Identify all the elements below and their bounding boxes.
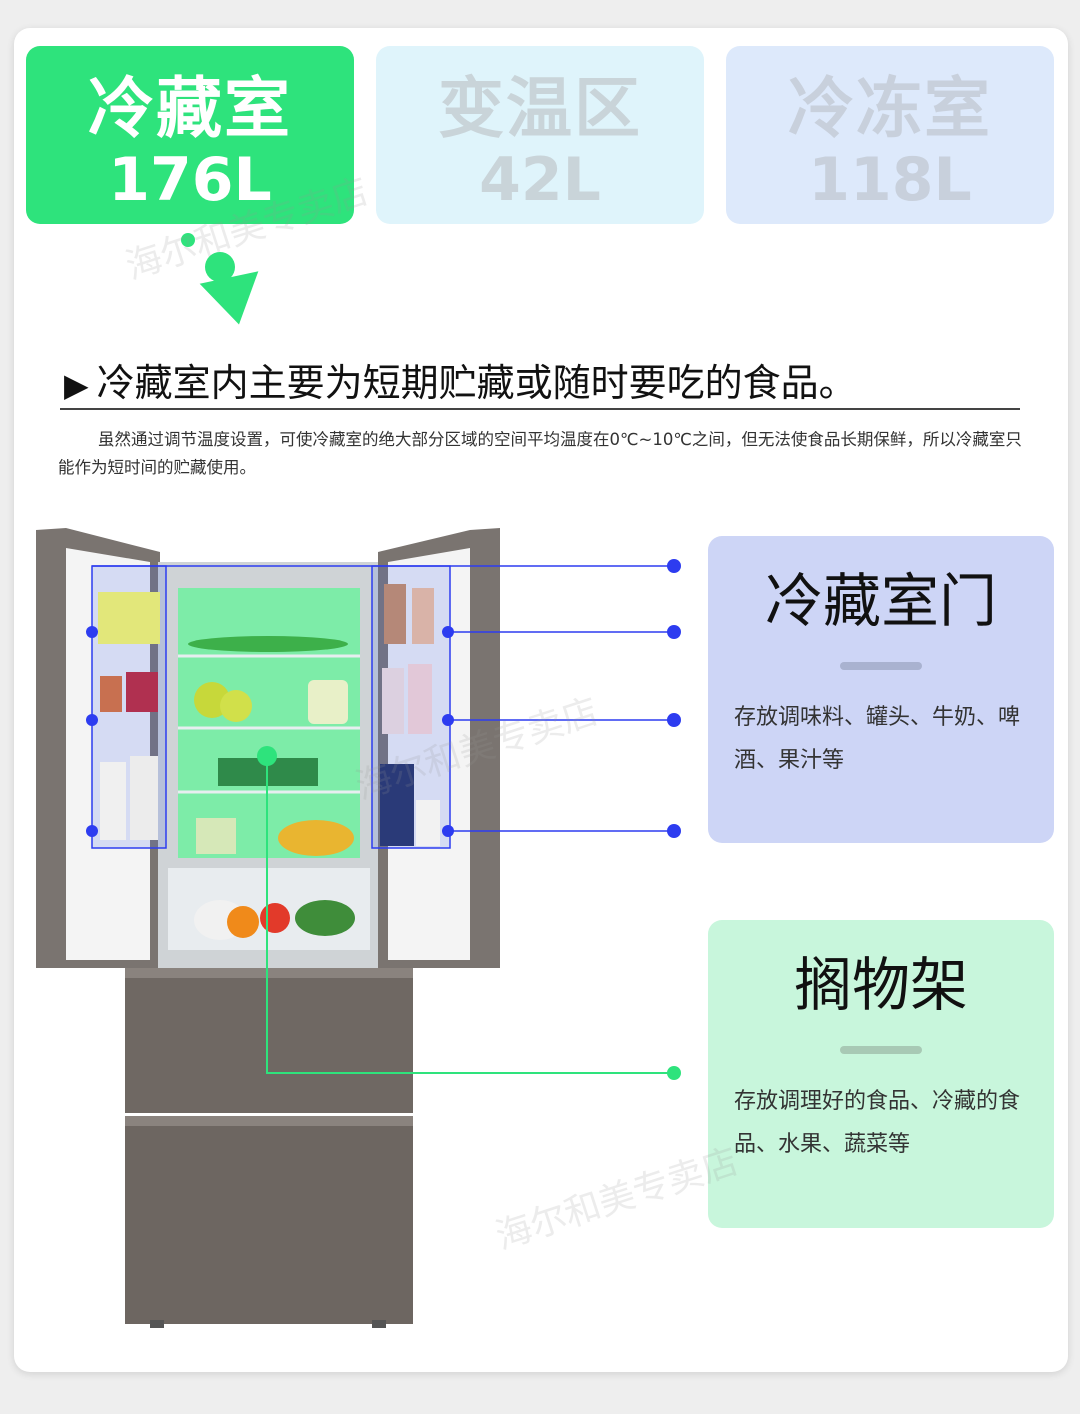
- door-callout-lines: [92, 565, 674, 832]
- info-door-desc: 存放调味料、罐头、牛奶、啤酒、果汁等: [734, 705, 1021, 773]
- tab-variable-name: 变温区: [438, 70, 642, 147]
- fridge-illustration: [36, 528, 681, 1328]
- info-door-title: 冷藏室门: [764, 567, 997, 635]
- info-panel-door: 冷藏室门 存放调味料、罐头、牛奶、啤酒、果汁等: [708, 536, 1054, 843]
- tab-freezer-name: 冷冻室: [788, 70, 992, 147]
- divider: [60, 408, 1020, 410]
- tab-freezer-volume: 118L: [808, 145, 972, 215]
- decor-dot-small: [181, 233, 195, 247]
- tab-freezer[interactable]: 冷冻室 118L: [726, 46, 1054, 224]
- headline-text: 冷藏室内主要为短期贮藏或随时要吃的食品。: [96, 361, 857, 405]
- headline: ▶冷藏室内主要为短期贮藏或随时要吃的食品。: [64, 352, 857, 407]
- description-paragraph: 虽然通过调节温度设置，可使冷藏室的绝大部分区域的空间平均温度在0℃~10℃之间，…: [58, 430, 1022, 477]
- tab-variable-zone[interactable]: 变温区 42L: [376, 46, 704, 224]
- info-shelf-desc: 存放调理好的食品、冷藏的食品、水果、蔬菜等: [734, 1089, 1021, 1157]
- tab-fridge-volume: 176L: [108, 145, 272, 215]
- shelf-callout: [257, 746, 681, 1080]
- info-shelf-bar: [840, 1046, 922, 1054]
- decor-dot-large: [205, 252, 235, 282]
- drawer-upper: [125, 968, 413, 1113]
- drawer-lower: [125, 1116, 413, 1324]
- info-shelf-title: 搁物架: [793, 951, 968, 1019]
- info-panel-shelf: 搁物架 存放调理好的食品、冷藏的食品、水果、蔬菜等: [708, 920, 1054, 1228]
- info-door-bar: [840, 662, 922, 670]
- door-callout-dots: [86, 559, 681, 838]
- triangle-right-icon: ▶: [64, 366, 89, 404]
- tab-fridge-name: 冷藏室: [88, 70, 292, 147]
- tab-variable-volume: 42L: [479, 145, 601, 215]
- tab-fridge[interactable]: 冷藏室 176L: [26, 46, 354, 224]
